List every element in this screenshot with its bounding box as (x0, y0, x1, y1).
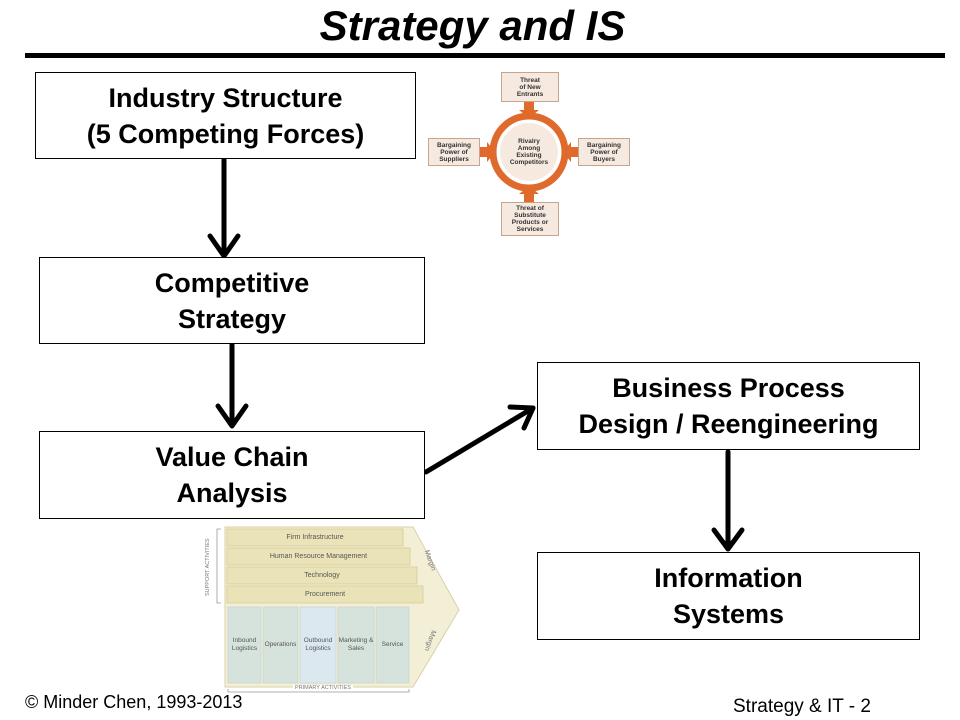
information-systems-line2: Systems (672, 599, 785, 629)
vc-outbound-logistics: Outbound Logistics (300, 625, 336, 665)
five-forces-substitutes: Threat of Substitute Products or Service… (501, 202, 559, 236)
vc-support-activities-label: SUPPORT ACTIVITIES (205, 538, 211, 596)
ff-left-line1: Bargaining (437, 141, 471, 149)
vc-outbound-line2: Logistics (305, 645, 331, 652)
vc-marketing-line1: Marketing & (338, 637, 374, 644)
ff-right-line1: Bargaining (587, 141, 621, 149)
five-forces-rivalry: Rivalry Among Existing Competitors (504, 132, 554, 172)
value-chain-analysis-line2: Analysis (176, 478, 288, 508)
information-systems-line1: Information (654, 563, 803, 593)
ff-center-line1: Rivalry (518, 138, 540, 145)
box-competitive-strategy: Competitive Strategy (39, 257, 425, 344)
ff-top-line2: of New (519, 83, 541, 91)
slide-reference: Strategy & IT - 2 (733, 696, 871, 717)
support-bracket (216, 528, 221, 604)
competitive-strategy-line1: Competitive (154, 267, 310, 298)
vc-operations: Operations (263, 625, 298, 665)
vc-technology: Technology (304, 572, 340, 579)
arrowhead-valuechain-to-process (507, 404, 536, 431)
rivalry-core (500, 123, 558, 181)
value-chain-analysis-line1: Value Chain (155, 442, 309, 472)
arrowhead-industry-to-strategy (207, 233, 241, 259)
business-process-line2: Design / Reengineering (578, 409, 879, 439)
box-value-chain-analysis: Value Chain Analysis (39, 431, 425, 519)
value-chain-diagram: Firm Infrastructure Human Resource Manag… (195, 525, 460, 695)
vc-outbound-line1: Outbound (303, 637, 333, 644)
vc-primary-activities-label: PRIMARY ACTIVITIES (293, 685, 354, 691)
five-forces-diagram: Threat of New Entrants Bargaining Power … (428, 72, 632, 236)
primary-cell-1 (227, 606, 262, 684)
ff-right-line3: Buyers (592, 155, 616, 163)
five-forces-graphic (480, 102, 578, 202)
ff-bottom-line4: Services (516, 226, 544, 233)
industry-structure-line1: Industry Structure (108, 82, 343, 113)
vc-inbound-logistics: Inbound Logistics (228, 625, 261, 665)
support-band-4 (226, 585, 424, 604)
vc-service: Service (376, 625, 409, 665)
support-band-1 (226, 528, 404, 547)
ff-center-line3: Existing (516, 152, 542, 159)
ff-bottom-line1: Threat of (516, 205, 544, 212)
box-business-process: Business Process Design / Reengineering (537, 362, 920, 450)
five-forces-arrows (480, 102, 578, 202)
box-industry-structure: Industry Structure (5 Competing Forces) (35, 72, 416, 159)
five-forces-buyers: Bargaining Power of Buyers (578, 138, 630, 166)
ff-bottom-line3: Products or (511, 219, 549, 226)
vc-inbound-line2: Logistics (231, 645, 258, 652)
vc-operations-line1: Operations (264, 641, 297, 648)
primary-cell-2 (262, 606, 299, 684)
ff-left-line2: Power of (440, 148, 468, 156)
vc-human-resource-management: Human Resource Management (269, 553, 368, 560)
five-forces-new-entrants: Threat of New Entrants (501, 72, 559, 102)
vc-firm-infrastructure: Firm Infrastructure (286, 534, 344, 541)
support-band-3 (226, 566, 418, 585)
ff-top-line3: Entrants (516, 90, 544, 98)
arrow-from-left (480, 142, 495, 162)
competitive-strategy-line2: Strategy (177, 303, 287, 334)
ff-left-line3: Suppliers (439, 155, 469, 163)
support-band-2 (226, 547, 411, 566)
ff-top-line1: Threat (520, 76, 540, 84)
primary-cell-4 (337, 606, 375, 684)
primary-cell-3 (299, 606, 337, 684)
copyright-footer: © Minder Chen, 1993-2013 (25, 692, 243, 712)
vc-marketing-sales: Marketing & Sales (338, 625, 374, 665)
primary-cell-5 (375, 606, 410, 684)
value-chain-graphic (216, 526, 460, 693)
arrow-from-bottom (519, 186, 539, 202)
five-forces-suppliers: Bargaining Power of Suppliers (428, 138, 480, 166)
ff-center-line4: Competitors (509, 159, 549, 166)
ff-bottom-line2: Substitute (514, 212, 546, 219)
vc-inbound-line1: Inbound (232, 637, 257, 644)
arrowhead-process-to-is (711, 527, 745, 552)
industry-structure-line2: (5 Competing Forces) (86, 118, 365, 149)
vc-procurement: Procurement (304, 591, 346, 598)
vc-marketing-line2: Sales (347, 645, 365, 652)
slide-title: Strategy and IS (319, 2, 626, 49)
arrow-from-right (563, 142, 578, 162)
arrow-valuechain-to-process (423, 405, 536, 475)
business-process-line1: Business Process (612, 373, 845, 403)
arrow-from-top (519, 102, 539, 118)
primary-bracket (227, 689, 410, 693)
box-information-systems: Information Systems (537, 552, 920, 640)
ff-center-line2: Among (517, 145, 541, 152)
title-underline (25, 53, 945, 58)
arrowhead-strategy-to-valuechain (215, 403, 249, 429)
ff-right-line2: Power of (590, 148, 618, 156)
vc-service-line1: Service (381, 641, 404, 648)
